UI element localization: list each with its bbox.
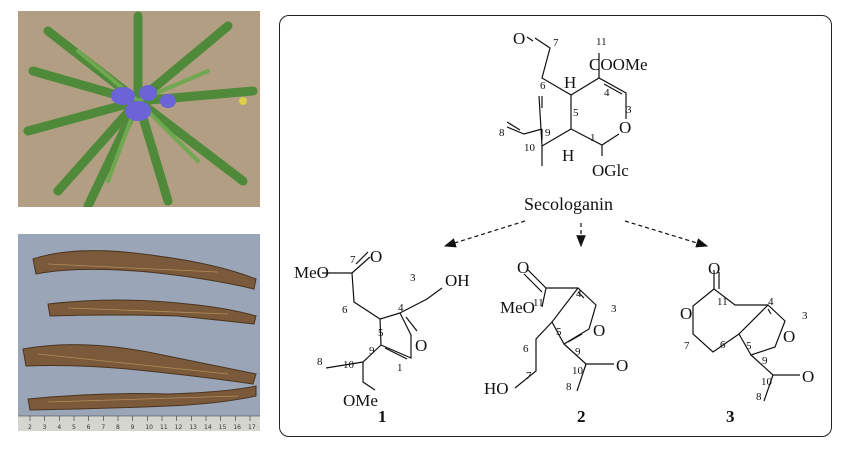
flowering-plant-photo [18, 11, 260, 207]
compound-1-structure: MeO 7 O 3 OH 6 5 4 O 9 1 8 10 OMe 1 [294, 247, 470, 426]
secologanin-name: Secologanin [524, 194, 613, 214]
dried-roots-photo: 2 3 4 5 6 7 8 9 10 11 12 13 14 15 16 17 [18, 234, 260, 431]
locant-3: 3 [626, 104, 632, 116]
locant-1: 1 [397, 362, 403, 374]
ring-oxygen-label: O [783, 327, 795, 346]
locant-10: 10 [572, 365, 584, 377]
ring-oxygen-label: O [415, 336, 427, 355]
locant-8: 8 [317, 356, 323, 368]
methoxy-label: MeO [500, 298, 535, 317]
ruler-label: 7 [101, 424, 105, 431]
ruler-label: 8 [116, 424, 120, 431]
locant-11: 11 [533, 297, 544, 309]
ruler-label: 10 [145, 424, 153, 431]
locant-10: 10 [524, 142, 536, 154]
locant-6: 6 [523, 343, 529, 355]
locant-4: 4 [398, 302, 404, 314]
methoxy-label: MeO [294, 263, 329, 282]
locant-5: 5 [378, 327, 384, 339]
carbonyl-oxygen-label: O [517, 258, 529, 277]
locant-8: 8 [566, 381, 572, 393]
carbonyl-oxygen-label: O [370, 247, 382, 266]
ruler-label: 17 [248, 424, 256, 431]
ruler-label: 2 [28, 424, 32, 431]
locant-6: 6 [720, 339, 726, 351]
locant-3: 3 [611, 303, 617, 315]
ruler-label: 9 [131, 424, 135, 431]
ester-label: COOMe [589, 55, 648, 74]
compound-1-number: 1 [378, 407, 387, 426]
locant-9: 9 [762, 355, 768, 367]
ruler-label: 15 [219, 424, 227, 431]
hydroxyl-label: OH [445, 271, 470, 290]
compound-2-number: 2 [577, 407, 586, 426]
locant-10: 10 [761, 376, 773, 388]
ring-oxygen-label: O [593, 321, 605, 340]
locant-8: 8 [499, 127, 505, 139]
arrow-to-1 [443, 220, 526, 248]
locant-7: 7 [553, 37, 559, 49]
ruler-label: 3 [43, 424, 47, 431]
locant-10: 10 [343, 359, 355, 371]
locant-9: 9 [369, 345, 375, 357]
ruler-label: 14 [204, 424, 212, 431]
locant-7: 7 [684, 340, 690, 352]
locant-5: 5 [556, 326, 562, 338]
locant-7: 7 [526, 370, 532, 382]
locant-6: 6 [342, 304, 348, 316]
hydroxyl-label: HO [484, 379, 509, 398]
ring-oxygen-label: O [619, 118, 631, 137]
locant-5: 5 [573, 107, 579, 119]
locant-9: 9 [575, 346, 581, 358]
locant-3: 3 [802, 310, 808, 322]
arrow-to-3 [624, 220, 709, 248]
ruler-label: 4 [57, 424, 61, 431]
ruler-label: 13 [189, 424, 197, 431]
compound-3-number: 3 [726, 407, 735, 426]
locant-4: 4 [604, 87, 610, 99]
lactone-oxygen-label: O [680, 304, 692, 323]
locant-6: 6 [540, 80, 546, 92]
ruler-label: 16 [233, 424, 241, 431]
locant-7: 7 [350, 254, 356, 266]
ruler-label: 12 [175, 424, 183, 431]
ketone-oxygen-label: O [802, 367, 814, 386]
ruler-label: 5 [72, 424, 76, 431]
ruler-label: 6 [87, 424, 91, 431]
ketone-oxygen-label: O [616, 356, 628, 375]
h5-label: H [564, 73, 576, 92]
locant-5: 5 [746, 340, 752, 352]
ruler: 2 3 4 5 6 7 8 9 10 11 12 13 14 15 16 17 [28, 416, 256, 431]
locant-1: 1 [590, 132, 596, 144]
locant-11: 11 [596, 36, 607, 48]
locant-3: 3 [410, 272, 416, 284]
ruler-label: 11 [160, 424, 168, 431]
locant-8: 8 [756, 391, 762, 403]
locant-4: 4 [576, 288, 582, 300]
methoxy-ether-label: OMe [343, 391, 378, 410]
locant-4: 4 [768, 296, 774, 308]
reaction-scheme-panel: O 7 11 COOMe 6 H 5 4 3 9 1 O 8 10 H OGlc… [279, 15, 832, 437]
secologanin-structure: O 7 11 COOMe 6 H 5 4 3 9 1 O 8 10 H OGlc… [499, 29, 648, 214]
carbonyl-oxygen-label: O [708, 259, 720, 278]
compound-3-structure: O 11 4 3 O O 7 6 5 9 10 O 8 3 [680, 259, 814, 426]
locant-9: 9 [545, 127, 551, 139]
oglc-label: OGlc [592, 161, 629, 180]
h9-label: H [562, 146, 574, 165]
reaction-arrows [443, 220, 709, 248]
compound-2-structure: O 11 MeO 4 3 O 5 9 6 7 HO 10 O 8 2 [484, 258, 628, 426]
aldehyde-oxygen-label: O [513, 29, 525, 48]
locant-11: 11 [717, 296, 728, 308]
